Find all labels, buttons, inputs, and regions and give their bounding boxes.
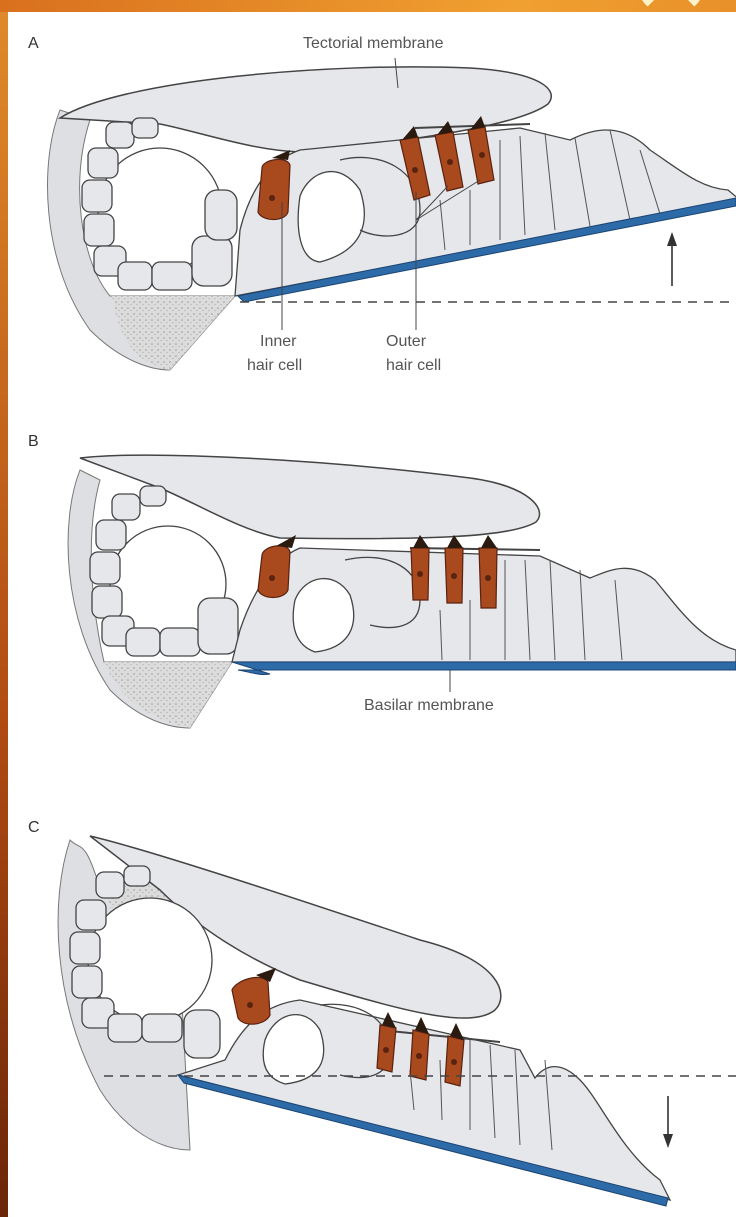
outer-hair-cells-b	[411, 535, 497, 608]
inner-hair-cell-c	[232, 968, 276, 1024]
outer-hair-cell-label-2: hair cell	[386, 357, 441, 374]
panel-a: A	[28, 35, 736, 374]
upward-arrow-icon	[667, 232, 677, 286]
panel-b: B	[28, 433, 736, 728]
inner-hair-cell-label-1: Inner	[260, 333, 297, 350]
inner-hair-cell-a	[258, 150, 290, 220]
panel-c-letter: C	[28, 819, 40, 836]
basilar-membrane-b	[232, 662, 736, 675]
panel-b-letter: B	[28, 433, 39, 450]
panel-c: C	[28, 819, 736, 1206]
inner-sulcus-cells	[82, 118, 237, 290]
inner-hair-cell-label-2: hair cell	[247, 357, 302, 374]
basilar-membrane-label: Basilar membrane	[364, 697, 494, 714]
outer-hair-cell-label-1: Outer	[386, 333, 427, 350]
tectorial-membrane-label: Tectorial membrane	[303, 35, 444, 52]
downward-arrow-icon	[663, 1096, 673, 1148]
panel-a-letter: A	[28, 35, 39, 52]
